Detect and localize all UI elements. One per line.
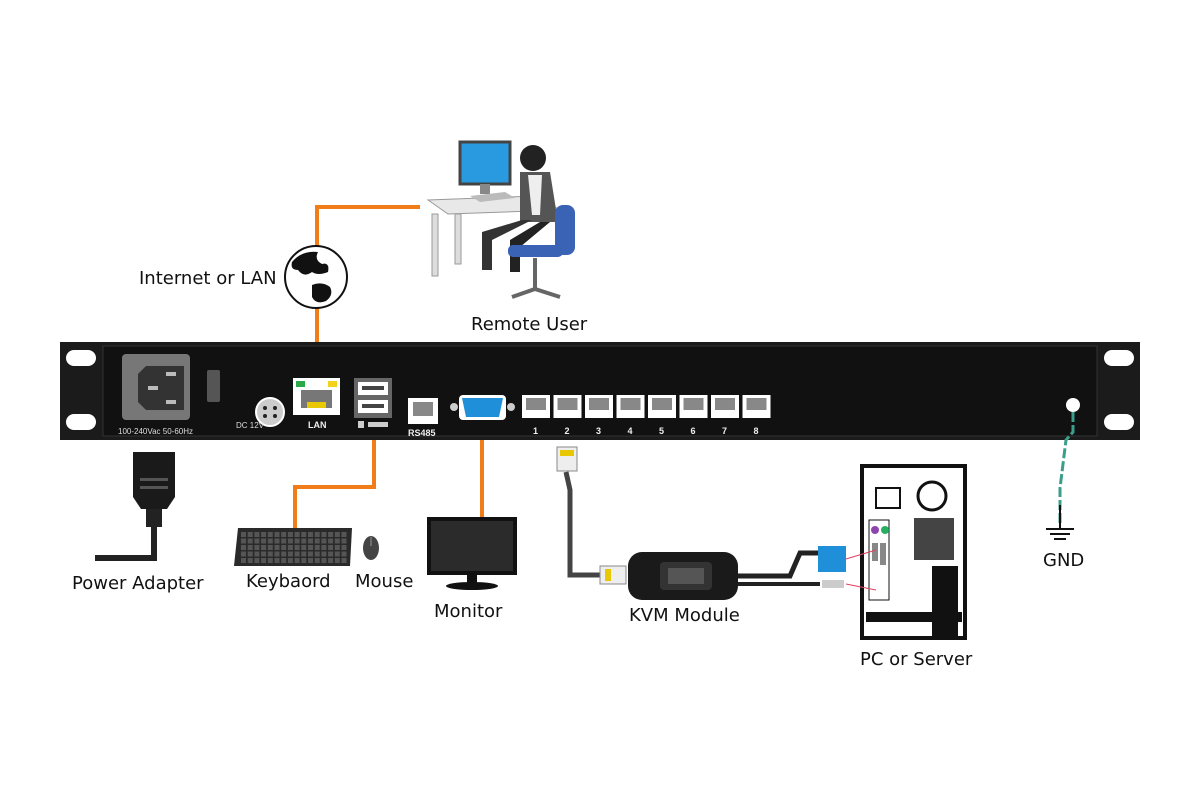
power-switch[interactable] [207,370,220,402]
remote-user-illustration [426,140,575,299]
gnd-label: GND [1043,550,1084,571]
keyboard-icon [368,422,388,427]
kvm-port-2: 2 [553,395,582,436]
monitor-label: Monitor [434,601,503,622]
kvm-cable [563,471,605,578]
port-number-label: 1 [533,426,538,436]
globe-icon [284,245,348,309]
keyboard-illustration [234,528,352,566]
ground-icon [1046,528,1074,540]
kvm-port-4: 4 [616,395,645,436]
power-rating-label: 100-240Vac 50-60Hz [118,427,193,436]
usb-cable [293,440,376,528]
internet-label: Internet or LAN [139,268,277,289]
mouse-icon [358,421,364,428]
dc-power-port [255,397,285,427]
keyboard-label: Keybaord [246,571,331,592]
pc-server-label: PC or Server [860,649,973,670]
kvm-port-7: 7 [711,395,739,436]
kvm-port-5: 5 [648,395,676,436]
remote-user-label: Remote User [471,314,588,335]
port-number-label: 5 [659,426,664,436]
port-number-label: 2 [565,426,570,436]
kvm-port-3: 3 [585,395,613,436]
ground-connection [1058,398,1080,528]
kvm-module-label: KVM Module [629,605,740,626]
kvm-module-illustration [628,546,846,600]
power-adapter-label: Power Adapter [72,573,204,594]
mouse-illustration [363,536,379,560]
port-number-label: 3 [596,426,601,436]
monitor-illustration [427,517,517,590]
kvm-port-6: 6 [679,395,708,436]
power-adapter-illustration [95,452,175,561]
mouse-label: Mouse [355,571,413,592]
rj45-connector [556,446,627,585]
port-number-label: 4 [628,426,633,436]
dc-label: DC 12V [236,421,265,430]
port-number-label: 8 [754,426,759,436]
kvm-rack-unit: 100-240Vac 50-60Hz DC 12V LAN RS485 1 2 3 4… [60,342,1140,440]
pc-server-illustration [845,464,967,640]
lan-label: LAN [308,420,327,430]
kvm-port-1: 1 [522,395,550,436]
rs485-label: RS485 [408,428,436,438]
port-number-label: 6 [691,426,696,436]
kvm-port-8: 8 [742,395,771,436]
port-number-label: 7 [722,426,727,436]
computer-ports: 1 2 3 4 5 6 7 8 [522,395,771,436]
